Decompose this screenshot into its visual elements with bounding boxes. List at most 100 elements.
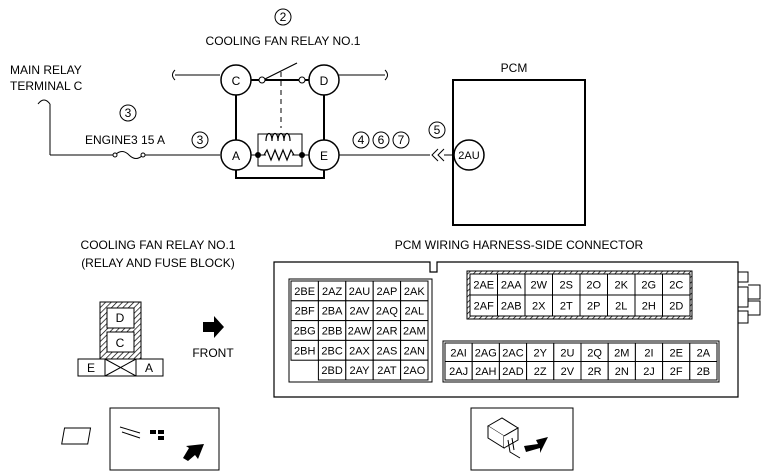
connector-pin-label: 2O bbox=[586, 280, 601, 292]
connector-pin-label: 2AA bbox=[501, 280, 522, 292]
connector-pin-label: 2AJ bbox=[449, 366, 468, 378]
front-label: FRONT bbox=[192, 346, 234, 360]
pcm-callout-number: 5 bbox=[434, 123, 441, 137]
main-relay-terminal-label: TERMINAL C bbox=[10, 79, 83, 93]
pcm-connector-title: PCM WIRING HARNESS-SIDE CONNECTOR bbox=[395, 238, 644, 252]
connector-pin-label: 2AI bbox=[450, 347, 467, 359]
resistor-mask bbox=[266, 151, 292, 159]
relay-cavity-c-label: C bbox=[116, 336, 125, 350]
connector-pin-label: 2C bbox=[669, 280, 683, 292]
connector-pin-label: 2AO bbox=[403, 365, 425, 377]
connector-pin-label: 2AW bbox=[348, 326, 372, 338]
relay-terminal-e-label: E bbox=[320, 149, 328, 163]
connector-pin-label: 2J bbox=[643, 366, 655, 378]
pcm-label: PCM bbox=[501, 61, 528, 75]
connector-pin-cell bbox=[662, 294, 691, 317]
connector-pin-label: 2Q bbox=[587, 347, 602, 359]
pcm-connector-clip bbox=[748, 284, 761, 316]
connector-pin-label: 2Y bbox=[533, 347, 547, 359]
node-left bbox=[255, 152, 261, 158]
connector-pin-label: 2BF bbox=[295, 306, 315, 318]
connector-pin-label: 2BE bbox=[294, 286, 315, 298]
switch-arm bbox=[264, 62, 298, 80]
connector-pin-label: 2R bbox=[588, 366, 602, 378]
connector-pin-label: 2F bbox=[670, 366, 683, 378]
resistor-icon bbox=[263, 148, 295, 162]
connector-pin-label: 2M bbox=[614, 347, 629, 359]
connector-pin-label: 2BD bbox=[321, 365, 342, 377]
connector-pin-label: 2V bbox=[561, 366, 575, 378]
main-relay-break-mark bbox=[37, 99, 51, 105]
connector-pin-label: 2AS bbox=[377, 345, 398, 357]
connector-pin-cell bbox=[400, 359, 429, 381]
wire-callout-7-circle bbox=[392, 131, 410, 149]
pcm-connector-latch bbox=[738, 271, 749, 324]
pcm-terminal-2au-label: 2AU bbox=[458, 150, 479, 162]
fuse-end-left bbox=[112, 152, 118, 158]
connector-pin-label: 2A bbox=[697, 347, 711, 359]
relay-coil-icon bbox=[265, 132, 291, 142]
fuse-label: ENGINE3 15 A bbox=[85, 133, 165, 147]
connector-pin-label: 2BH bbox=[294, 345, 315, 357]
connector-pin-label: 2H bbox=[642, 301, 656, 313]
connector-pin-label: 2B bbox=[697, 366, 710, 378]
main-relay-callout-circle bbox=[119, 104, 137, 122]
relay-cavity-a-label: A bbox=[145, 361, 153, 375]
connector-pin-label: 2P bbox=[587, 301, 600, 313]
connector-pin-label: 2I bbox=[644, 347, 653, 359]
connector-pin-label: 2AT bbox=[377, 365, 397, 377]
connector-pin-label: 2AH bbox=[475, 366, 496, 378]
connector-pin-label: 2U bbox=[560, 347, 574, 359]
connector-pin-label: 2Z bbox=[534, 366, 547, 378]
connector-pin-label: 2G bbox=[641, 280, 656, 292]
fuse-callout-circle bbox=[191, 131, 209, 149]
relay-cavity-cross-2 bbox=[104, 358, 137, 377]
connector-pin-label: 2AZ bbox=[322, 286, 342, 298]
connector-pin-label: 2T bbox=[560, 301, 573, 313]
connector-pin-label: 2E bbox=[669, 347, 682, 359]
connector-pin-label: 2D bbox=[669, 301, 683, 313]
wire-callout-4: 4 bbox=[358, 133, 365, 147]
wire-c-break-mark bbox=[172, 69, 176, 81]
connector-pin-label: 2AB bbox=[501, 301, 522, 313]
connector-pin-label: 2K bbox=[615, 280, 629, 292]
connector-pin-label: 2AM bbox=[403, 326, 426, 338]
relay-body bbox=[235, 79, 325, 179]
connector-pin-label: 2AE bbox=[473, 280, 494, 292]
pcm-box bbox=[452, 79, 586, 226]
node-right bbox=[299, 152, 305, 158]
main-relay-label: MAIN RELAY bbox=[10, 63, 82, 77]
connector-pin-label: 2BB bbox=[322, 326, 343, 338]
relay-connector-subtitle: (RELAY AND FUSE BLOCK) bbox=[81, 256, 235, 270]
fuse-symbol bbox=[114, 151, 144, 159]
connector-chevrons-icon bbox=[431, 148, 445, 162]
relay-callout-circle bbox=[274, 8, 292, 26]
connector-pin-label: 2AP bbox=[377, 286, 398, 298]
connector-pin-label: 2L bbox=[615, 301, 627, 313]
wire-d-break-mark bbox=[384, 69, 388, 81]
connector-pin-label: 2S bbox=[560, 280, 573, 292]
wire-callout-6: 6 bbox=[378, 133, 385, 147]
relay-cavity-e-label: E bbox=[87, 361, 95, 375]
wire-callout-4-circle bbox=[352, 131, 370, 149]
front-arrow-icon bbox=[203, 316, 224, 338]
switch-contact-left bbox=[258, 76, 266, 84]
relay-cavity-d-label: D bbox=[116, 311, 125, 325]
relay-title: COOLING FAN RELAY NO.1 bbox=[206, 34, 361, 48]
connector-pin-label: 2AC bbox=[502, 347, 523, 359]
connector-pin-label: 2AD bbox=[502, 366, 523, 378]
connector-pin-label: 2W bbox=[531, 280, 548, 292]
pcm-view-frame bbox=[470, 407, 574, 471]
switch-contact-right bbox=[298, 76, 306, 84]
relay-terminal-a-label: A bbox=[232, 149, 240, 163]
connector-pin-label: 2AR bbox=[376, 326, 397, 338]
connector-pin-cell bbox=[689, 361, 718, 381]
connector-pin-label: 2AL bbox=[405, 306, 425, 318]
pcm-connector-view-icon bbox=[487, 417, 548, 459]
relay-callout-number: 2 bbox=[280, 10, 287, 24]
relay-view-frame bbox=[109, 407, 220, 471]
connector-pin-label: 2AV bbox=[350, 306, 371, 318]
main-relay-callout-number: 3 bbox=[125, 106, 132, 120]
